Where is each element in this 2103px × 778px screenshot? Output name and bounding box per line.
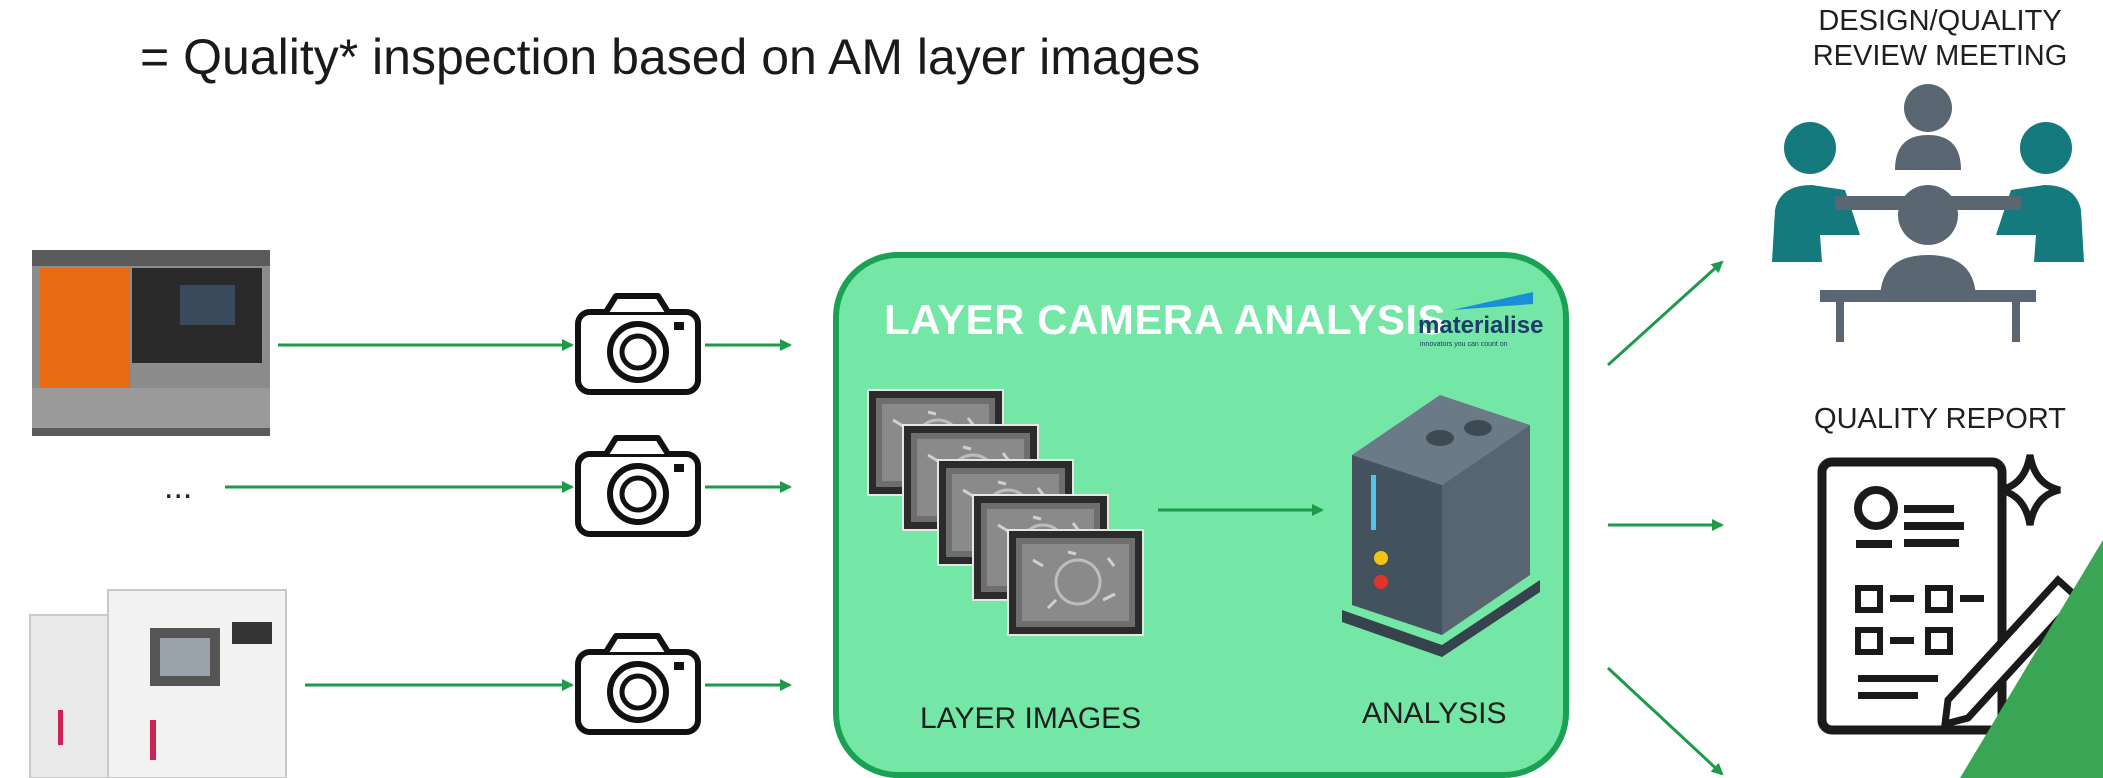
meeting-label-line1: DESIGN/QUALITY xyxy=(1818,5,2062,37)
meeting-icon xyxy=(1772,84,2084,342)
meeting-label-line2: REVIEW MEETING xyxy=(1812,40,2068,72)
box-title: LAYER CAMERA ANALYSIS xyxy=(884,296,1447,343)
more-printers-ellipsis: ... xyxy=(164,468,193,506)
corner-accent xyxy=(1960,540,2103,778)
printer-white-icon xyxy=(29,589,287,778)
layer-images-label: LAYER IMAGES xyxy=(920,702,1142,735)
printer-orange-icon xyxy=(32,250,270,436)
report-label: QUALITY REPORT xyxy=(1814,403,2066,435)
materialise-logo-text: materialise xyxy=(1418,312,1544,339)
arrow-to-meeting xyxy=(1606,260,1724,367)
arrow-to-bottom xyxy=(1606,666,1724,776)
camera-icon xyxy=(578,636,698,732)
server-box-icon xyxy=(1342,395,1540,657)
analysis-label: ANALYSIS xyxy=(1362,697,1507,730)
camera-icon xyxy=(578,438,698,534)
layer-camera-analysis-box xyxy=(833,252,1569,778)
camera-icon xyxy=(578,296,698,392)
materialise-logo-icon xyxy=(1452,292,1533,310)
materialise-logo-tagline: innovators you can count on xyxy=(1420,341,1508,348)
report-icon xyxy=(1817,454,2083,735)
meeting-label: DESIGN/QUALITY REVIEW MEETING xyxy=(1790,4,2090,74)
page-title: = Quality* inspection based on AM layer … xyxy=(140,29,1201,85)
